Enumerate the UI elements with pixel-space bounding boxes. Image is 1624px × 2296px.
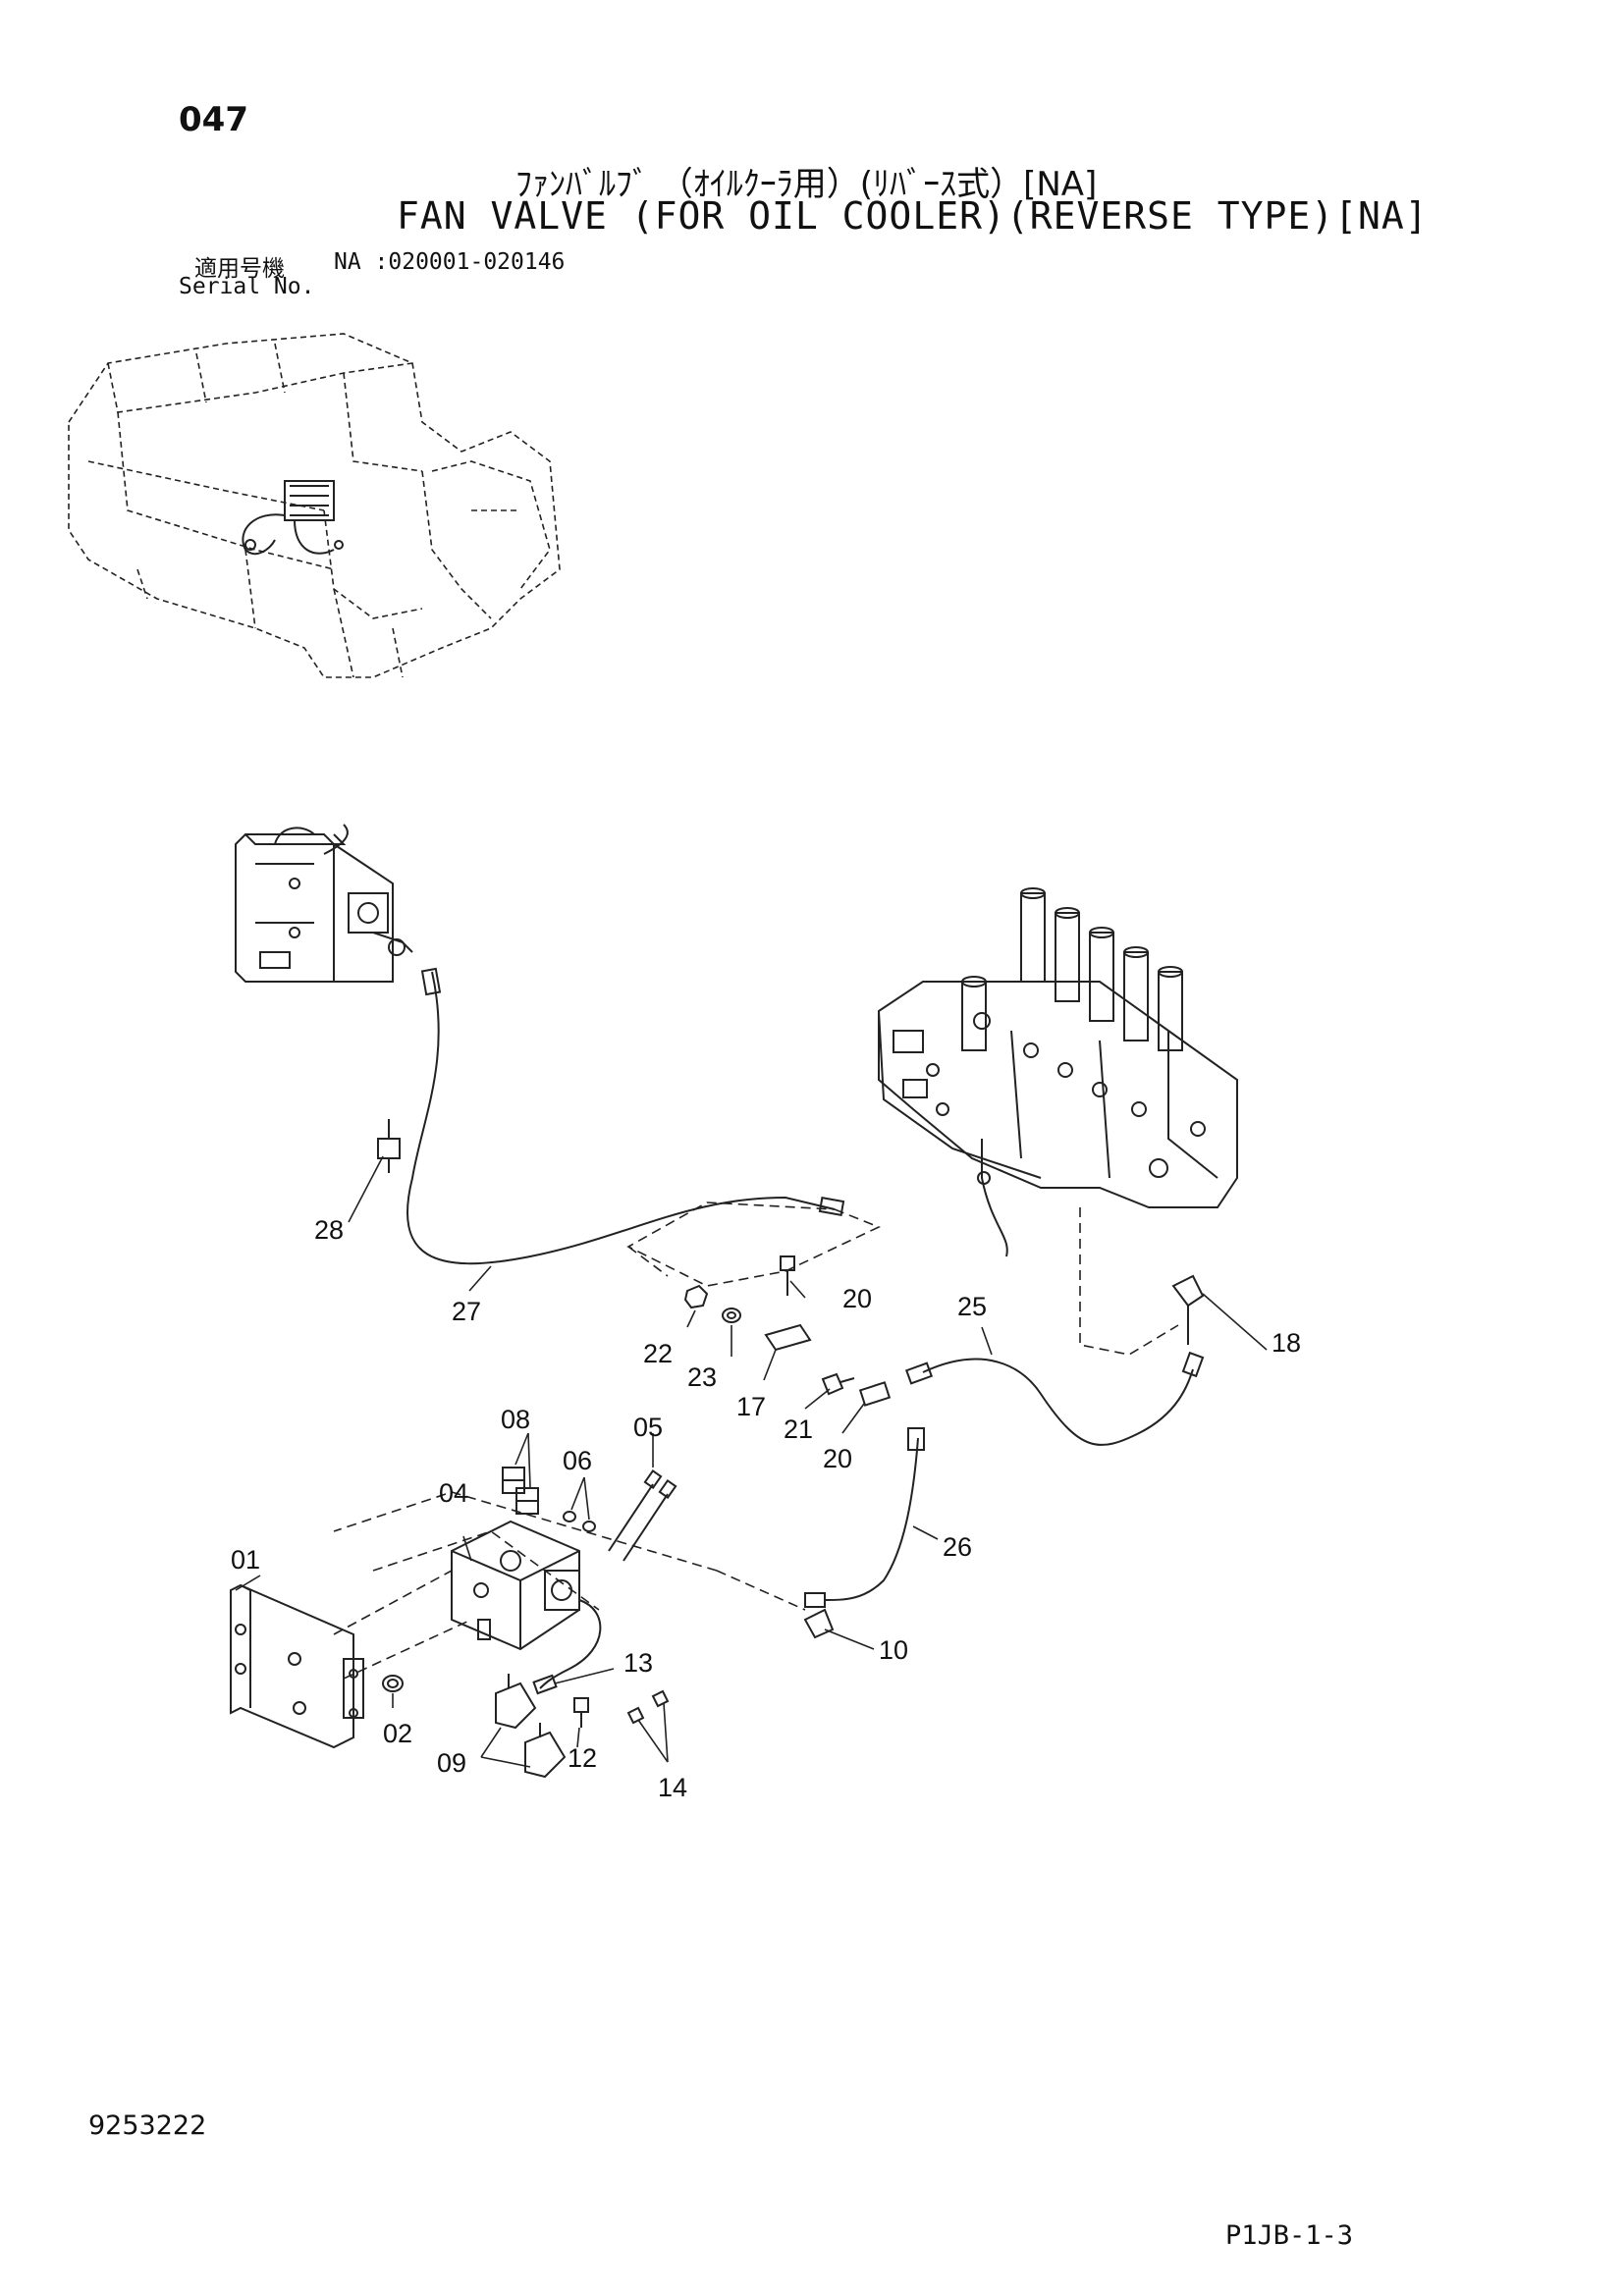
serial-range: NA :020001-020146 <box>334 249 566 275</box>
hose-25 <box>922 1358 1194 1446</box>
hose-27-fitting-end <box>818 1197 845 1216</box>
elbows-09 <box>495 1674 567 1779</box>
bracket-01 <box>230 1583 364 1749</box>
washers-06 <box>563 1511 596 1532</box>
callout-04: 04 <box>439 1478 468 1508</box>
callout-01: 01 <box>231 1545 260 1575</box>
machine-overview-drawing <box>68 333 561 678</box>
document-number: 9253222 <box>88 2110 207 2141</box>
callout-22: 22 <box>643 1339 673 1368</box>
page-code: P1JB-1-3 <box>1225 2220 1354 2251</box>
callout-28: 28 <box>314 1215 344 1245</box>
callout-10: 10 <box>879 1635 908 1665</box>
callout-leaders <box>235 1155 1268 1768</box>
callout-20-upper: 18 <box>1272 1328 1301 1358</box>
page-number: 047 <box>179 100 248 139</box>
spool-caps <box>961 887 1183 1051</box>
title-english: FAN VALVE (FOR OIL COOLER)(REVERSE TYPE)… <box>397 194 1429 238</box>
fitting-21 <box>821 1372 855 1396</box>
callout-labels: 28 27 20 22 23 17 21 20 25 18 26 10 08 0… <box>231 1215 1301 1802</box>
hose-26-fitting-bottom <box>804 1592 826 1608</box>
callout-23: 23 <box>687 1362 717 1392</box>
callout-14: 14 <box>658 1773 687 1802</box>
valve-body-04 <box>451 1520 580 1651</box>
elbow-10 <box>803 1608 835 1639</box>
bolt-18 <box>780 1255 795 1296</box>
callout-18: 20 <box>842 1284 872 1313</box>
callout-13: 13 <box>623 1648 653 1678</box>
pilot-valve-block <box>235 824 413 983</box>
screws-14 <box>626 1689 670 1725</box>
hose-27 <box>406 971 836 1265</box>
callout-17: 17 <box>736 1392 766 1421</box>
title-japanese: ﾌｧﾝﾊﾞﾙﾌﾞ （ｵｲﾙｸｰﾗ用）(ﾘﾊﾞｰｽ式）[NA] <box>515 165 1098 204</box>
callout-08: 08 <box>501 1405 530 1434</box>
serial-label-english: Serial No. <box>179 274 315 299</box>
elbow-20-upper <box>1171 1274 1205 1345</box>
main-control-valve <box>878 887 1238 1257</box>
plate-17 <box>764 1323 812 1352</box>
mount-line <box>333 1570 472 1680</box>
connector-13 <box>532 1674 558 1695</box>
callout-21: 21 <box>784 1415 813 1444</box>
hose-26-fitting-top <box>907 1427 925 1451</box>
callout-09: 09 <box>437 1748 466 1778</box>
hose-26 <box>824 1437 919 1601</box>
serial-label-japanese: 適用号機 <box>194 256 285 282</box>
dashed-leader-lines <box>333 1201 1179 1611</box>
callout-20-lower: 20 <box>823 1444 852 1473</box>
nut-22 <box>683 1284 709 1309</box>
clamp-28 <box>377 1138 401 1159</box>
overview-valve-highlight <box>242 480 344 556</box>
hose-25-fitting-left <box>904 1362 934 1385</box>
callout-27: 27 <box>452 1297 481 1326</box>
washer-23 <box>722 1308 741 1323</box>
bolts-05 <box>608 1469 677 1562</box>
fitting-08 <box>502 1467 539 1515</box>
callout-02: 02 <box>383 1719 412 1748</box>
callout-26: 26 <box>943 1532 972 1562</box>
callout-06: 06 <box>563 1446 592 1475</box>
fitting-20-lower <box>858 1381 892 1407</box>
plug-12 <box>573 1697 589 1728</box>
plug-02 <box>382 1675 404 1692</box>
callout-12: 12 <box>568 1743 597 1773</box>
hose-27-fitting-top <box>420 967 442 996</box>
solenoid-lead-13 <box>539 1599 602 1689</box>
hose-25-fitting-right <box>1181 1351 1205 1378</box>
callout-05: 05 <box>633 1413 663 1442</box>
callout-25: 25 <box>957 1292 987 1321</box>
